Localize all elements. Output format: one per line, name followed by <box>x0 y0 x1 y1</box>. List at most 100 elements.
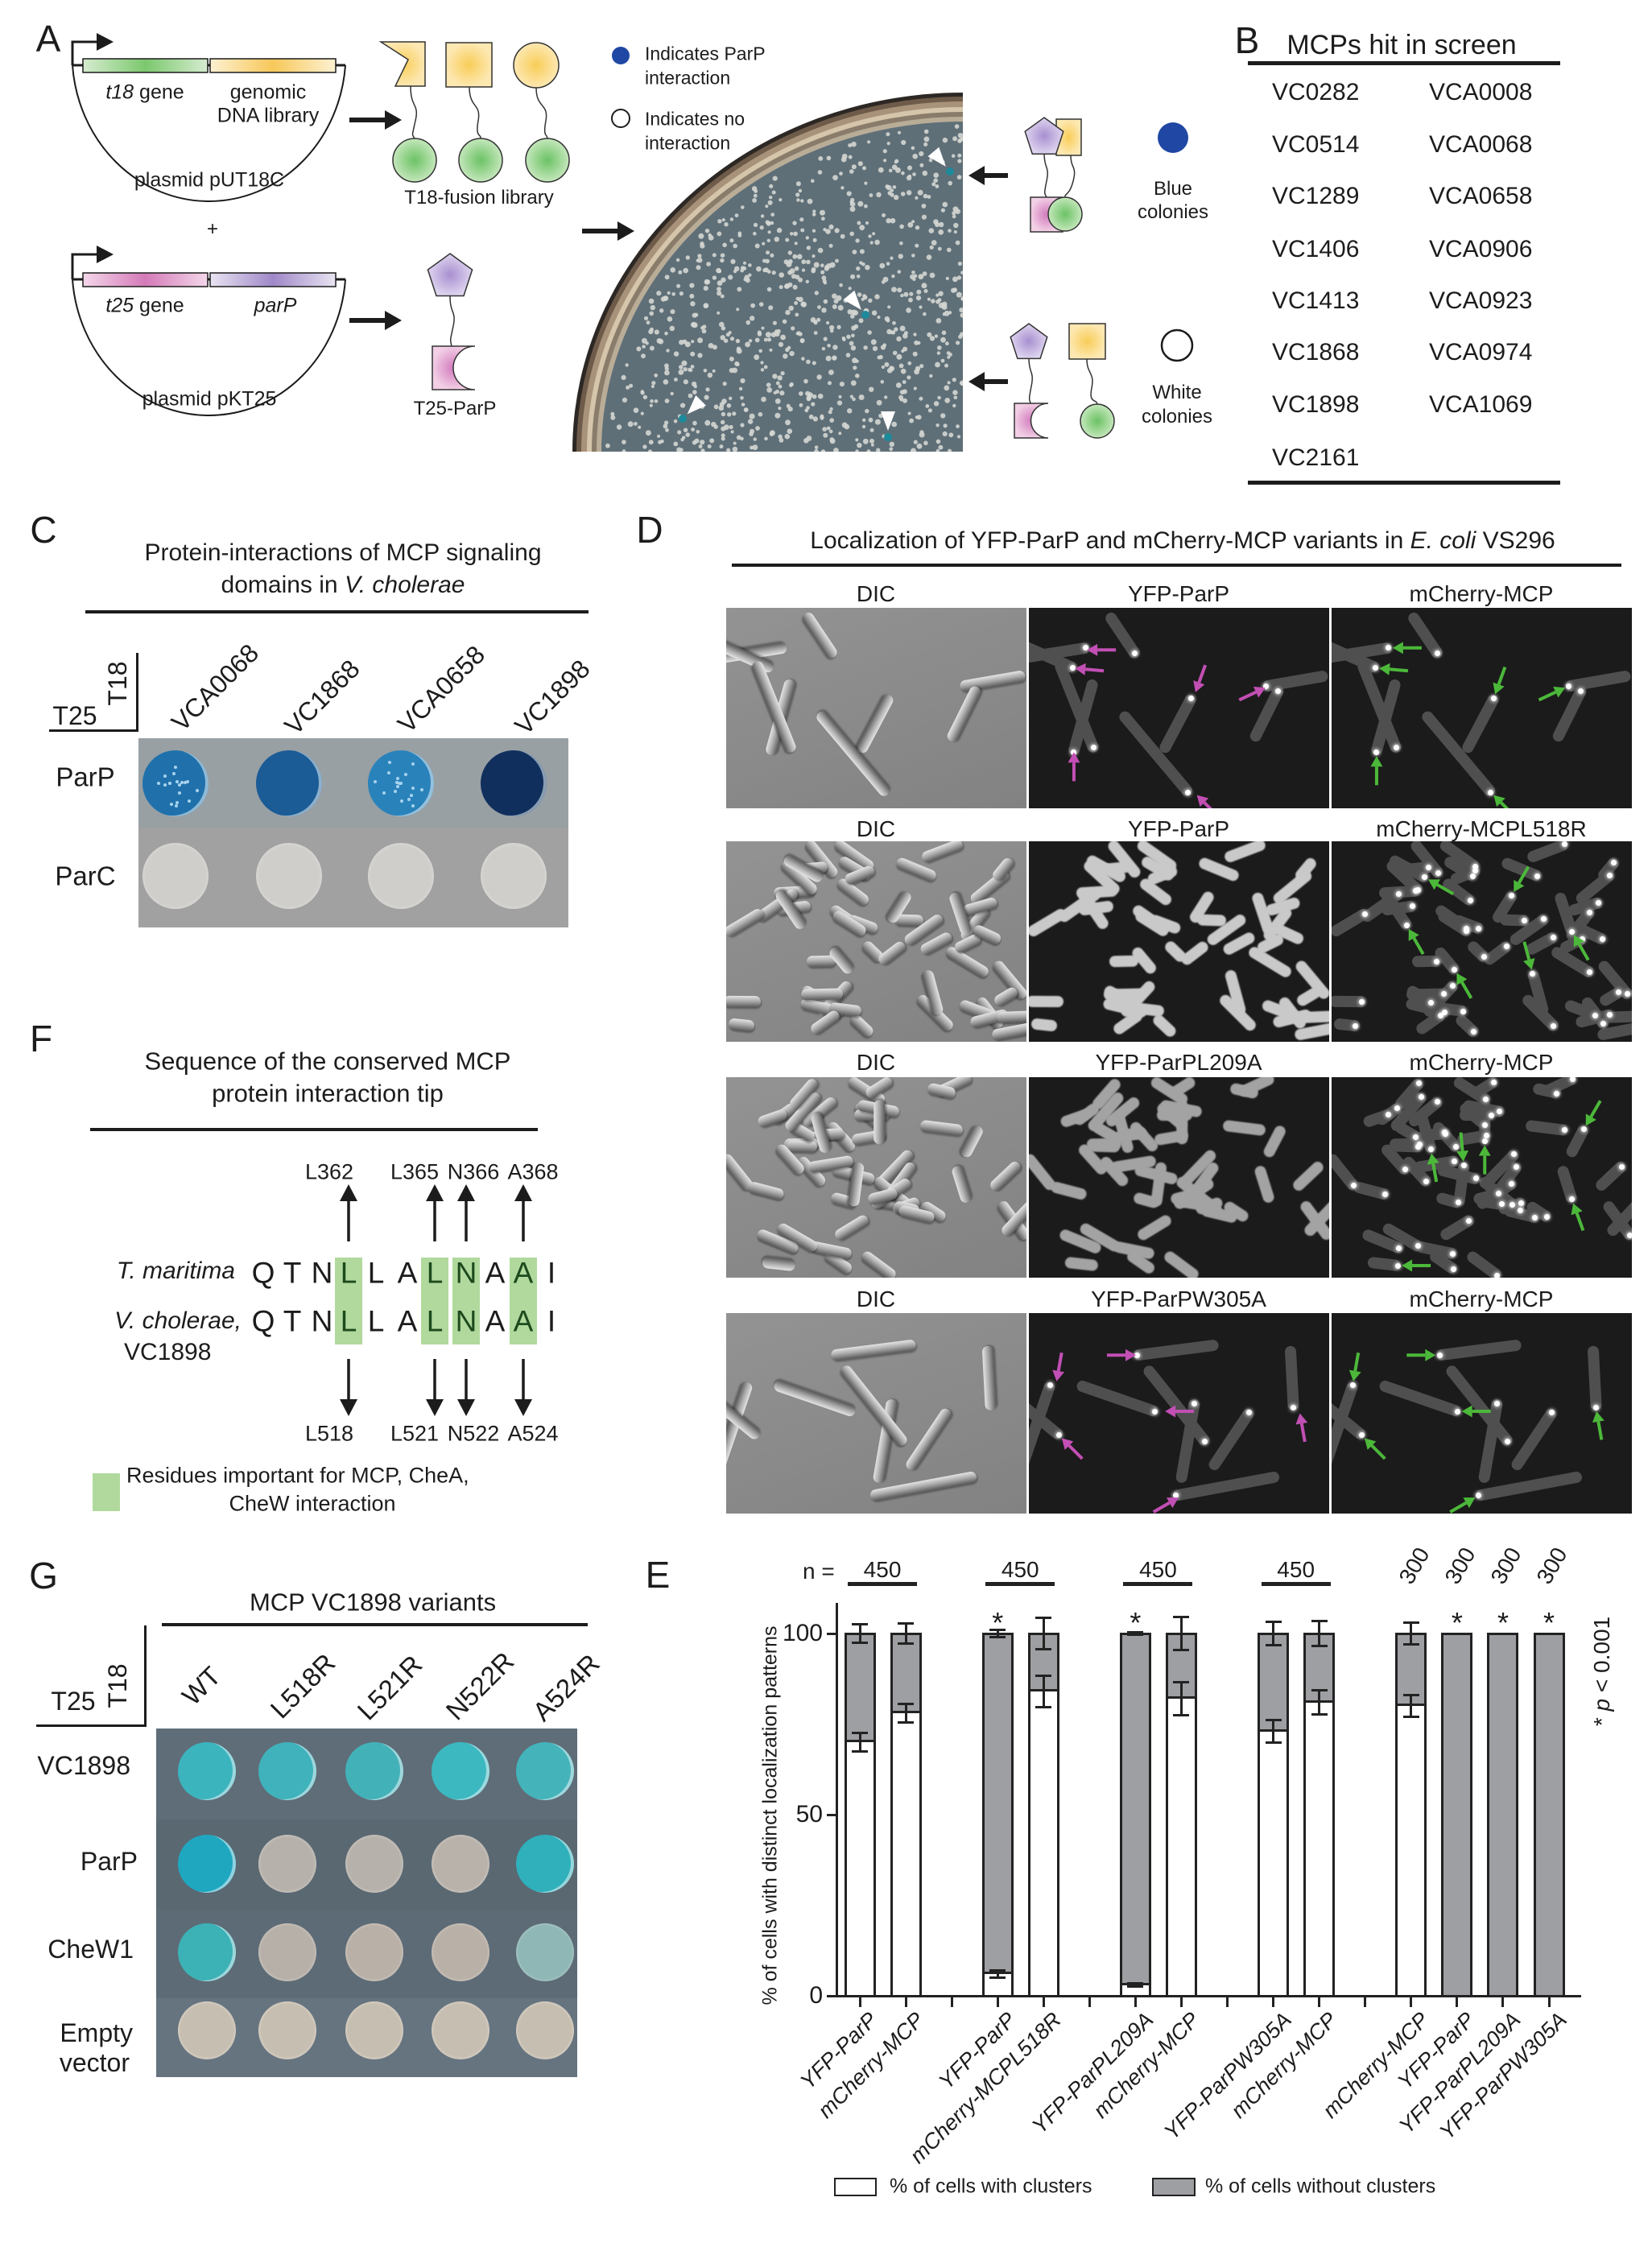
white-colony <box>745 320 751 325</box>
white-colony <box>833 448 839 452</box>
bacterial-cell <box>756 1108 789 1129</box>
t25-gene-block <box>82 272 209 287</box>
white-colony <box>765 204 769 209</box>
white-colony <box>811 179 815 183</box>
white-colony <box>697 353 703 358</box>
white-colony <box>712 369 716 373</box>
white-colony <box>799 217 804 222</box>
white-colony <box>792 221 797 225</box>
white-colony <box>641 337 647 344</box>
arrow-shaft <box>1522 941 1531 960</box>
white-colony <box>956 341 960 345</box>
white-colony <box>845 353 851 357</box>
white-colony <box>919 432 925 438</box>
white-colony <box>912 153 918 159</box>
white-colony <box>849 201 856 207</box>
t18-domain-circle <box>525 138 570 183</box>
white-colony <box>752 198 757 203</box>
parP-gene-label: parP <box>254 294 297 317</box>
t18-gene-label: t18 gene <box>105 82 184 103</box>
white-colony <box>923 312 927 316</box>
white-arrowhead-icon <box>881 411 895 431</box>
arrow-right-icon <box>582 221 634 241</box>
legend-no-interaction-line-1: Indicates no <box>645 108 745 130</box>
white-colony <box>663 379 669 385</box>
white-colony <box>642 345 646 349</box>
white-colony <box>758 411 763 417</box>
white-colony <box>836 324 841 329</box>
white-colony <box>649 345 655 351</box>
white-colony <box>705 279 711 285</box>
bacterial-cell <box>1295 985 1323 1008</box>
arrow-overlay <box>1348 1349 1605 1514</box>
white-colony <box>916 443 923 449</box>
white-colony <box>820 270 825 275</box>
white-colony <box>891 421 897 427</box>
white-colony <box>952 403 956 408</box>
genomic-library-block <box>209 58 337 73</box>
white-colony <box>694 312 699 317</box>
white-colony <box>795 192 800 197</box>
panel-a-graphics <box>71 33 1194 452</box>
white-colony <box>787 428 793 434</box>
white-colony <box>643 316 649 320</box>
white-colony <box>669 325 675 332</box>
white-colony <box>621 374 626 380</box>
white-colony <box>894 327 898 332</box>
white-colony <box>752 444 758 451</box>
white-colony <box>664 399 670 403</box>
white-colony <box>677 430 682 435</box>
white-colony <box>654 373 659 378</box>
white-colony <box>960 380 963 386</box>
white-colony <box>869 386 874 392</box>
white-colony <box>840 233 845 239</box>
bacterial-cell <box>1253 1164 1276 1204</box>
up-arrow-icon <box>347 1198 350 1241</box>
white-colony <box>766 250 770 255</box>
white-colony <box>857 221 861 225</box>
white-colony <box>890 188 894 192</box>
bacterial-cell <box>1299 1010 1329 1024</box>
promoter-arrowhead-icon <box>97 33 114 51</box>
white-colony <box>915 415 919 419</box>
bacterial-cell <box>1029 907 1069 939</box>
white-colony <box>664 420 669 425</box>
white-colony <box>634 422 638 426</box>
white-colony <box>812 254 816 258</box>
micrograph-mcherry <box>1332 1077 1632 1278</box>
white-colony <box>783 353 788 359</box>
white-colony <box>813 331 818 335</box>
white-colony <box>754 337 760 343</box>
colony-white <box>258 2001 316 2059</box>
white-colony <box>723 338 729 343</box>
arrow-icon <box>1052 1369 1065 1382</box>
micrograph-dic <box>726 841 1026 1042</box>
panel-label-g: G <box>29 1555 58 1596</box>
white-colony <box>848 143 853 147</box>
white-colony <box>663 295 669 301</box>
white-colony <box>928 158 933 163</box>
white-colony <box>757 332 762 337</box>
white-colony <box>726 448 731 452</box>
arrow-icon <box>1379 663 1390 675</box>
white-colony <box>656 338 663 344</box>
white-colony <box>797 254 803 260</box>
white-colony <box>922 271 927 276</box>
white-colony <box>868 234 872 238</box>
white-colony <box>760 214 765 218</box>
mcp-hit-entry: VC0282 <box>1272 79 1360 105</box>
white-colony <box>721 436 725 441</box>
parp-pentagon <box>427 253 473 297</box>
white-colony <box>800 199 804 203</box>
white-colony <box>881 280 886 284</box>
white-colony <box>820 209 825 216</box>
white-colony <box>940 208 945 213</box>
white-colony <box>846 191 852 196</box>
white-colony <box>940 337 946 343</box>
row-label-parp: ParP <box>80 1847 138 1876</box>
colony-white <box>258 1835 316 1893</box>
white-colony <box>720 258 725 263</box>
white-colony <box>701 328 707 334</box>
white-colony <box>780 334 786 341</box>
micrograph-channel-label: DIC <box>856 1287 896 1311</box>
